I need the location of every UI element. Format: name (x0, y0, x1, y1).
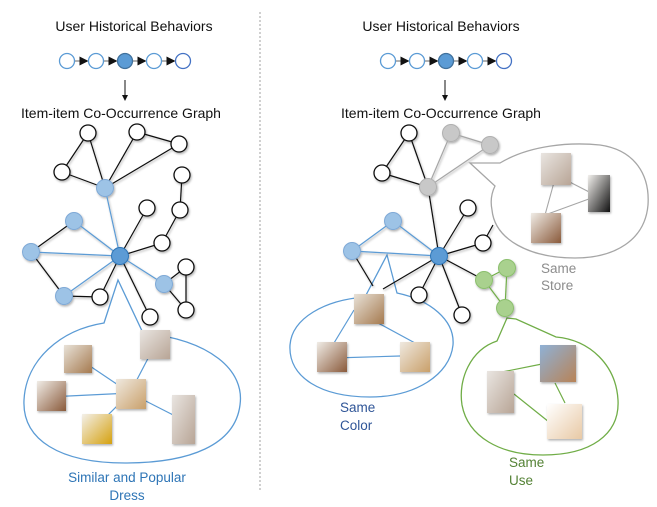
graph-node (79, 124, 97, 142)
right-panel: User Historical Behaviors Item-item Co-O… (289, 18, 649, 488)
sequence-node (408, 52, 426, 70)
same-color-node (384, 212, 402, 230)
same-store-label-2: Store (541, 278, 573, 293)
graph-node (141, 308, 159, 326)
center-item-node (430, 247, 448, 265)
right-graph-title: Item-item Co-Occurrence Graph (341, 105, 541, 121)
dress-image (37, 381, 66, 411)
left-graph-title: Item-item Co-Occurrence Graph (21, 105, 221, 121)
right-sequence-title: User Historical Behaviors (362, 18, 519, 34)
sequence-node (466, 52, 484, 70)
graph-node (173, 166, 191, 184)
same-store-node (442, 124, 460, 142)
store-item-image (541, 153, 571, 185)
graph-node (474, 234, 492, 252)
similar-popular-label-2: Dress (109, 488, 145, 503)
graph-node (400, 124, 418, 142)
graph-node (410, 286, 428, 304)
same-color-callout: Same Color (289, 253, 454, 433)
same-use-node (496, 299, 514, 317)
similar-item-node (65, 212, 83, 230)
dress-image (172, 395, 195, 444)
same-color-label-2: Color (340, 418, 373, 433)
dress-image (116, 379, 146, 409)
same-color-label-1: Same (340, 400, 375, 415)
similar-item-node (22, 243, 40, 261)
graph-node (170, 135, 188, 153)
same-store-node (419, 178, 437, 196)
left-behavior-sequence (58, 52, 192, 70)
left-panel: User Historical Behaviors Item-item Co-O… (21, 18, 242, 503)
same-use-callout: Same Use (460, 317, 619, 488)
same-store-callout: Same Store (468, 143, 649, 293)
sequence-node-current (116, 52, 134, 70)
graph-node (91, 288, 109, 306)
graph-node (177, 301, 195, 319)
right-graph (343, 124, 516, 324)
sequence-node-current (437, 52, 455, 70)
similar-popular-label-1: Similar and Popular (68, 470, 186, 485)
use-item-image (540, 345, 576, 382)
similar-item-node (155, 275, 173, 293)
dress-image (140, 330, 170, 359)
same-use-label-1: Same (509, 455, 544, 470)
left-sequence-title: User Historical Behaviors (55, 18, 212, 34)
sequence-node (495, 52, 513, 70)
similar-item-node (96, 179, 114, 197)
color-item-image (354, 294, 384, 324)
same-store-label-1: Same (541, 261, 576, 276)
sequence-node (87, 52, 105, 70)
sequence-node (379, 52, 397, 70)
graph-node (128, 123, 146, 141)
graph-node (153, 234, 171, 252)
graph-node (171, 201, 189, 219)
use-item-image (487, 371, 514, 413)
left-graph (22, 123, 195, 326)
same-color-node (343, 242, 361, 260)
same-use-label-2: Use (509, 473, 533, 488)
store-item-image (588, 175, 610, 212)
similar-item-node (55, 287, 73, 305)
graph-node (459, 199, 477, 217)
right-behavior-sequence (379, 52, 513, 70)
use-item-image (547, 404, 582, 439)
dress-image (82, 414, 112, 444)
graph-node (177, 258, 195, 276)
graph-node (453, 306, 471, 324)
left-callout: Similar and Popular Dress (23, 278, 242, 503)
center-item-node (111, 247, 129, 265)
same-store-node (481, 136, 499, 154)
same-use-node (498, 259, 516, 277)
color-item-image (400, 342, 430, 372)
sequence-node (174, 52, 192, 70)
same-use-node (475, 271, 493, 289)
store-item-image (531, 213, 561, 243)
color-item-image (317, 342, 347, 372)
dress-image (64, 345, 92, 373)
sequence-node (145, 52, 163, 70)
sequence-node (58, 52, 76, 70)
graph-node (138, 199, 156, 217)
graph-node (373, 164, 391, 182)
graph-node (53, 163, 71, 181)
